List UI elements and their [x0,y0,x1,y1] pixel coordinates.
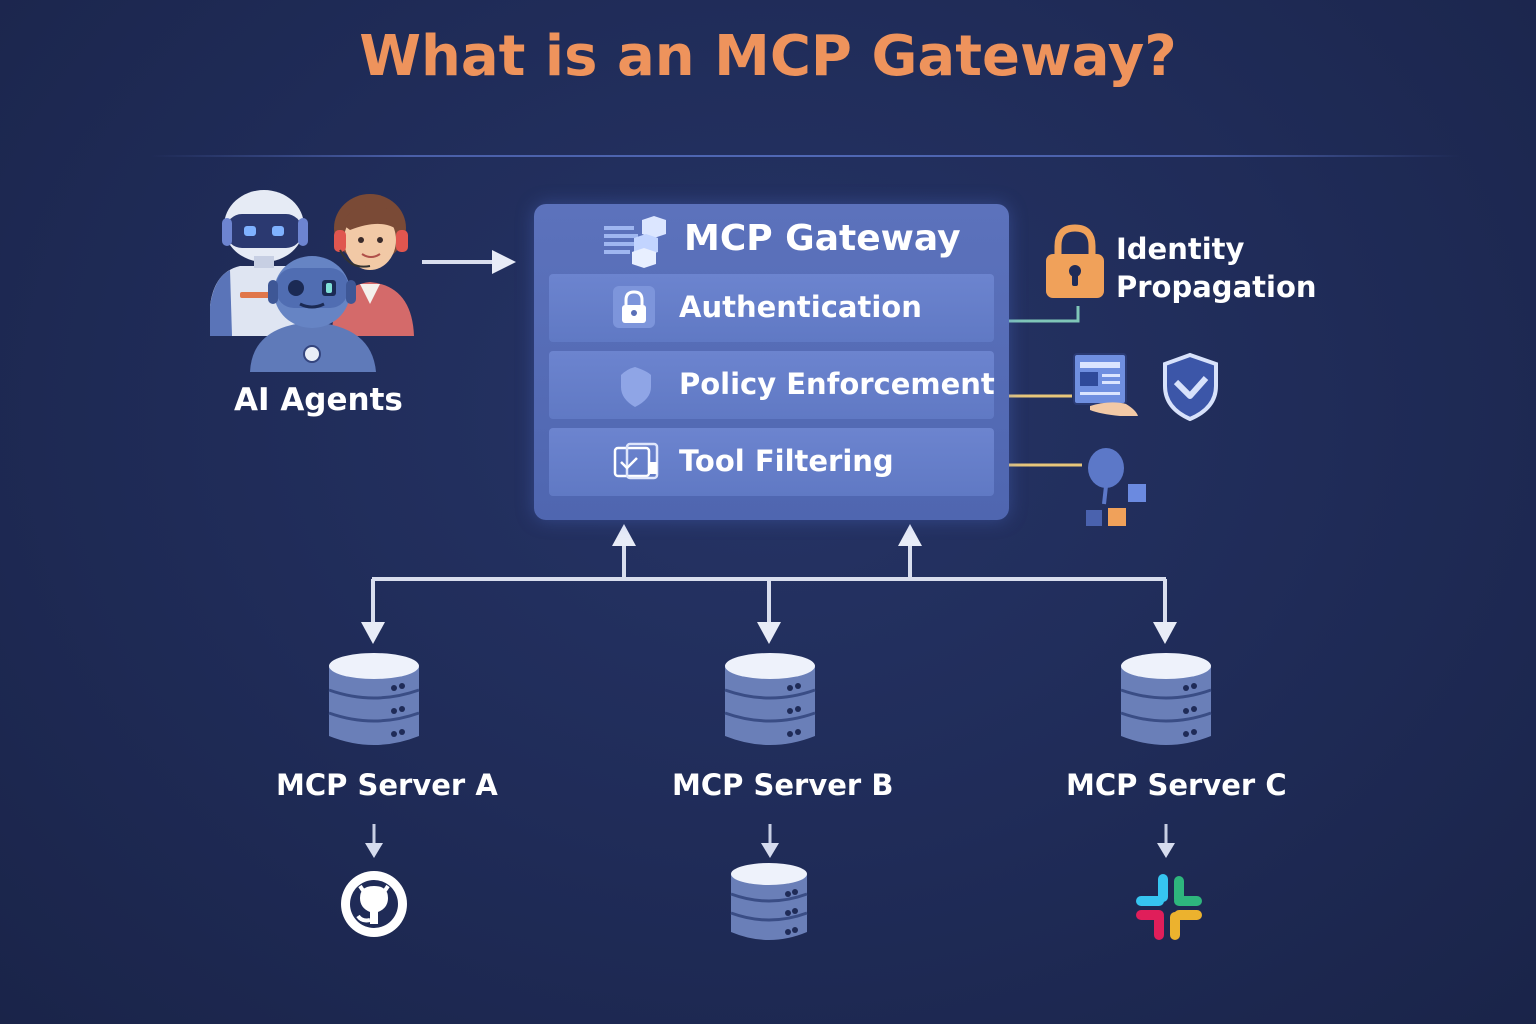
identity-label-line2: Propagation [1116,270,1317,304]
down-arrow-backend-b [761,824,779,858]
down-arrow-server-a [361,579,385,644]
tool-filter-icon [613,442,659,480]
down-arrow-backend-a [365,824,383,858]
server-b-label: MCP Server B [672,768,894,802]
gateway-title: MCP Gateway [684,218,961,259]
ai-agents-illustration [210,190,414,372]
gateway-cubes-icon [604,216,666,268]
up-arrow-right [898,524,922,578]
feature-authentication: Authentication [549,274,994,342]
feature-tool-filtering: Tool Filtering [549,428,994,496]
feature-label: Authentication [679,290,922,324]
down-arrow-server-c [1153,579,1177,644]
github-icon [341,871,407,937]
filter-node-icon [1086,448,1146,526]
down-arrow-server-b [757,579,781,644]
server-c-label: MCP Server C [1066,768,1287,802]
identity-padlock-icon [1046,224,1104,298]
database-icon [730,863,808,940]
ai-agents-label: AI Agents [234,382,403,418]
feature-label: Policy Enforcement [679,367,995,401]
policy-document-icon [1073,353,1138,416]
identity-label-line1: Identity [1116,232,1245,266]
page-title: What is an MCP Gateway? [359,24,1177,89]
slack-icon [1136,874,1202,940]
shield-check-icon [1163,352,1218,422]
identity-propagation-label: Identity Propagation [1116,230,1336,306]
padlock-icon [613,286,655,328]
server-b-icon [724,653,816,745]
server-a-icon [328,653,420,745]
feature-label: Tool Filtering [679,444,894,478]
feature-policy-enforcement: Policy Enforcement [549,351,995,419]
title-divider [150,155,1460,157]
support-agent-icon [332,194,414,336]
up-arrow-left [612,524,636,578]
blue-robot-icon [250,256,376,372]
server-a-label: MCP Server A [276,768,498,802]
agents-to-gateway-arrow [422,250,516,274]
down-arrow-backend-c [1157,824,1175,858]
shield-icon [621,367,651,407]
server-c-icon [1120,653,1212,745]
